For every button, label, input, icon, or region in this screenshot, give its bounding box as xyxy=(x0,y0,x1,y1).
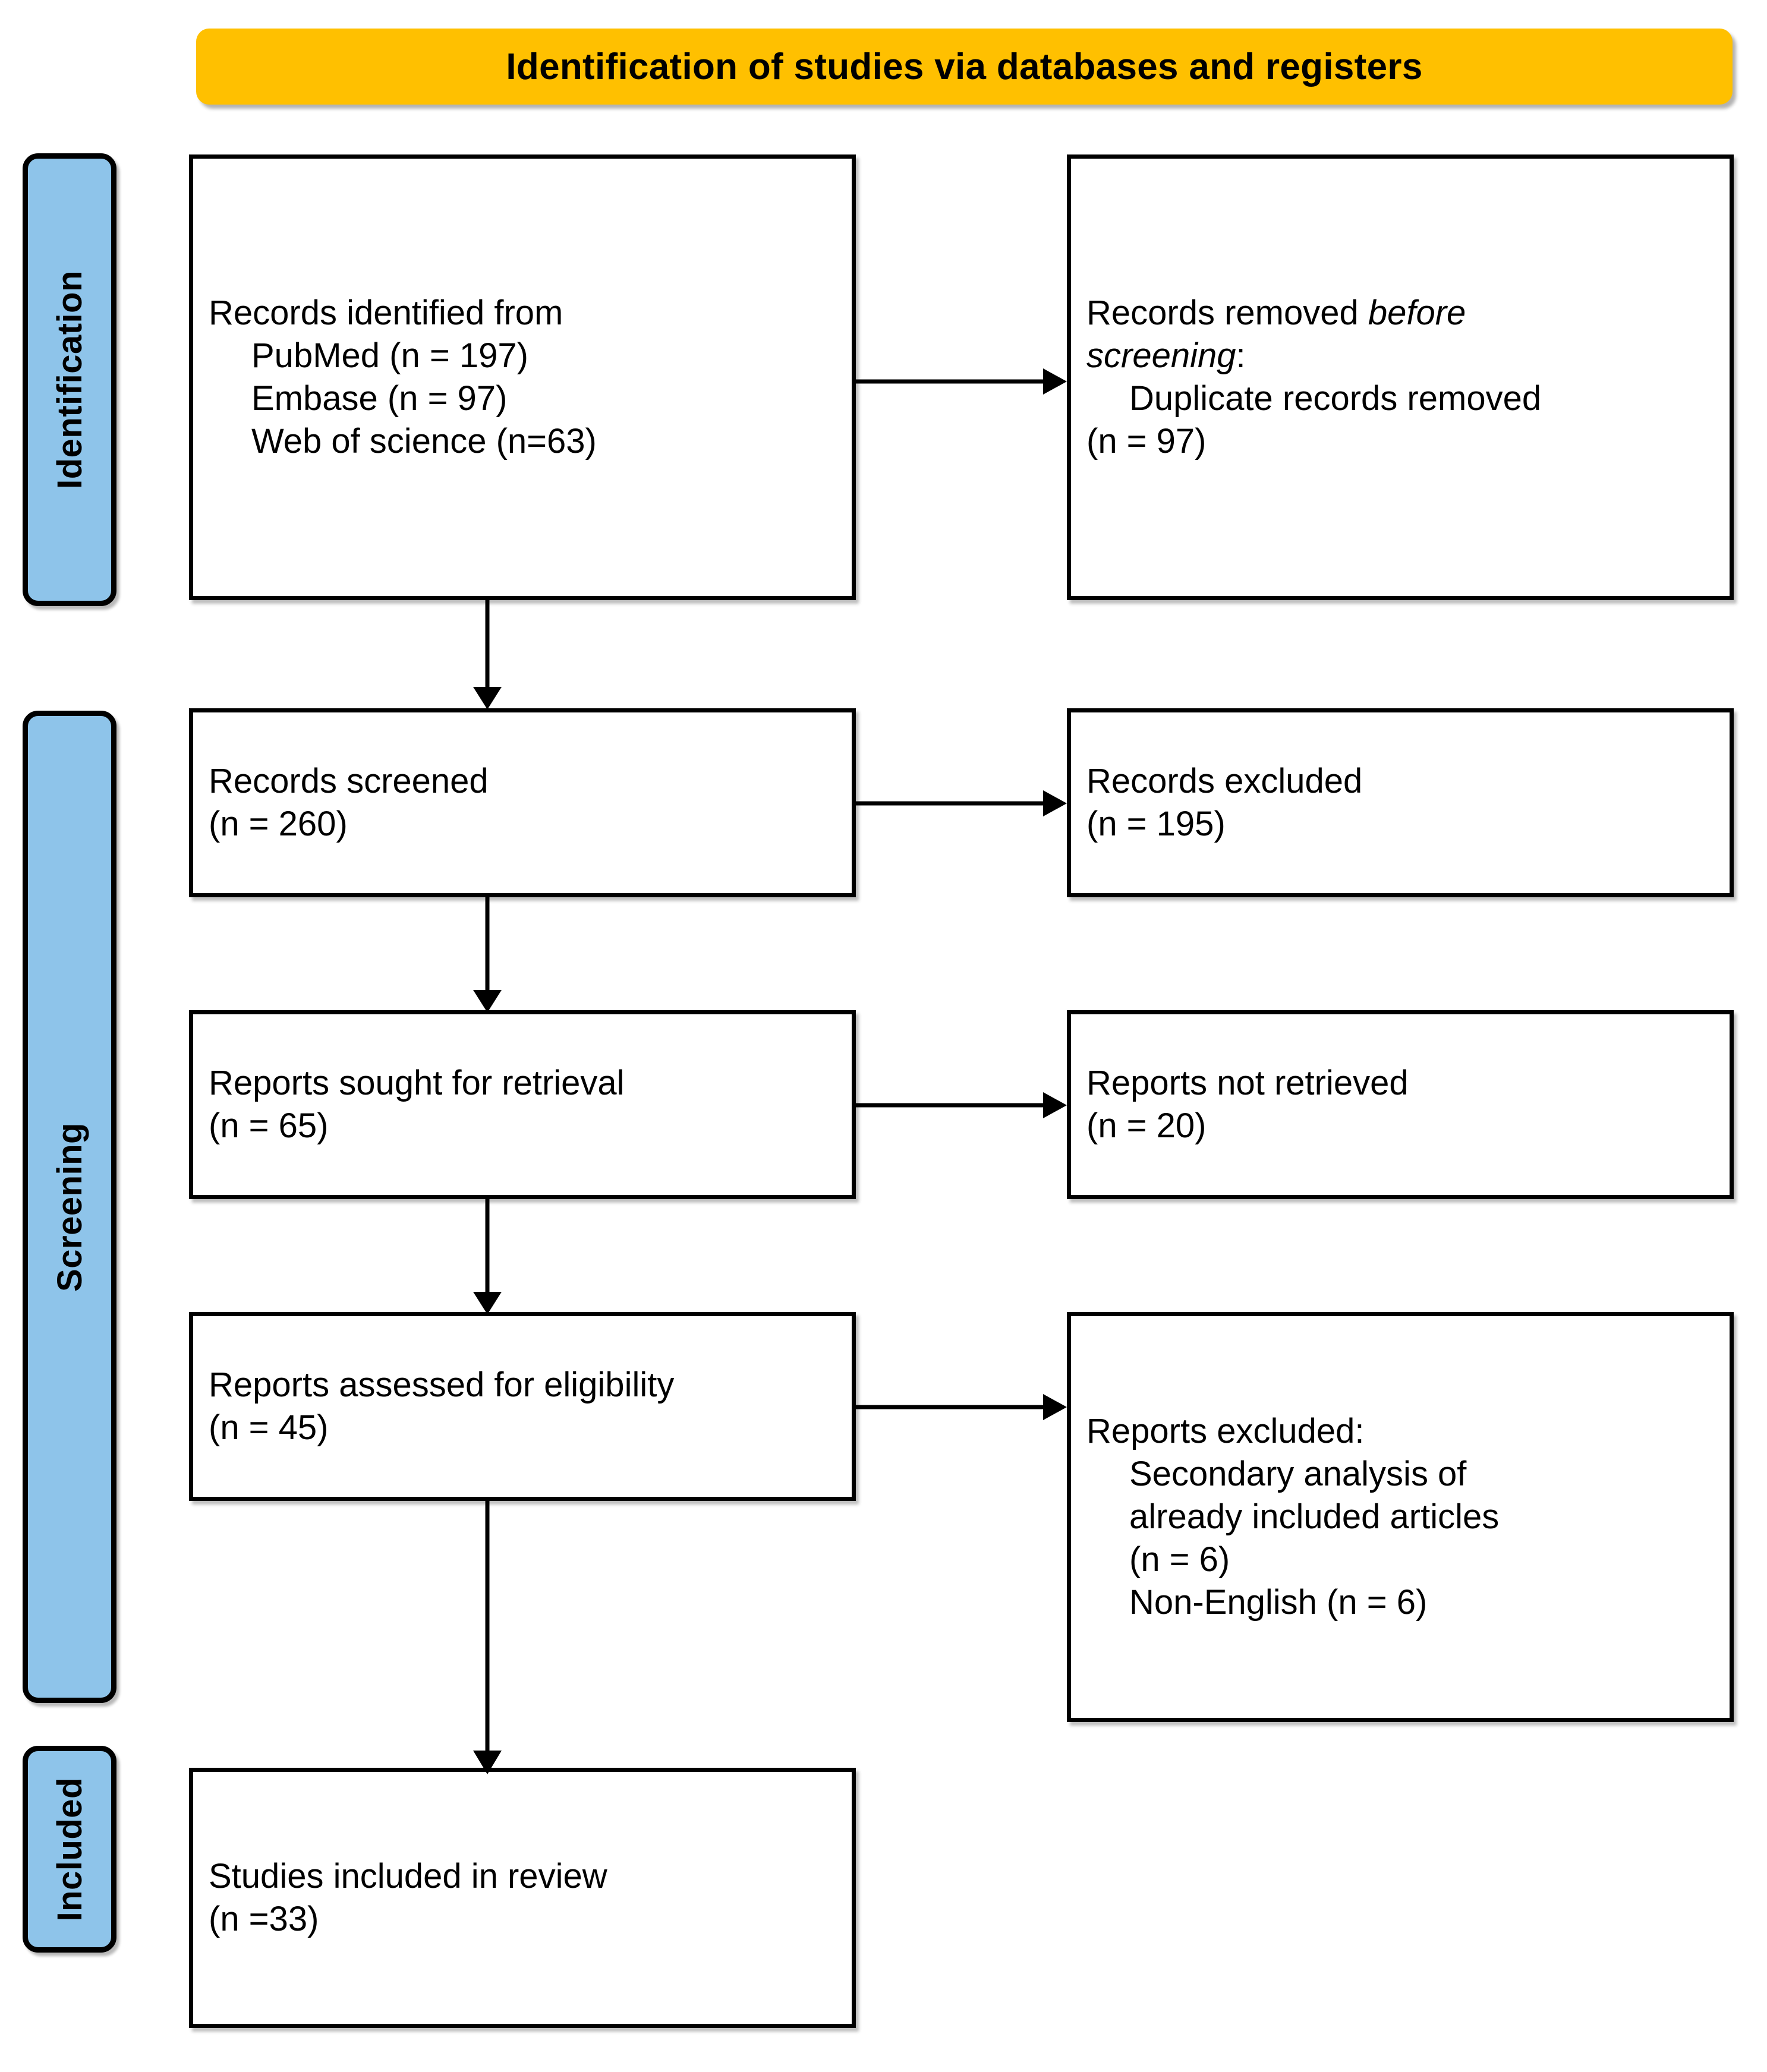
records-removed-duplicates: Duplicate records removed xyxy=(1129,379,1542,418)
box-records-removed-text: Records removed before screening: Duplic… xyxy=(1071,292,1730,463)
box-records-identified: Records identified from PubMed (n = 197)… xyxy=(189,154,856,600)
reports-excluded-reason-2: Non-English (n = 6) xyxy=(1129,1582,1428,1622)
records-screened-count: (n = 260) xyxy=(209,805,348,843)
records-screened-label: Records screened xyxy=(209,762,489,801)
stage-label-included: Included xyxy=(50,1777,89,1922)
records-removed-count: (n = 97) xyxy=(1086,421,1207,461)
box-records-identified-text: Records identified from PubMed (n = 197)… xyxy=(193,292,852,463)
box-records-excluded-text: Records excluded (n = 195) xyxy=(1071,760,1730,846)
stage-label-screening: Screening xyxy=(50,1122,89,1292)
header-banner: Identification of studies via databases … xyxy=(196,29,1733,105)
studies-included-label: Studies included in review xyxy=(209,1857,607,1896)
reports-sought-label: Reports sought for retrieval xyxy=(209,1064,625,1103)
records-removed-screening-italic: screening xyxy=(1086,336,1236,376)
arrow-identified-to-screened xyxy=(470,599,505,712)
reports-not-retrieved-count: (n = 20) xyxy=(1086,1106,1207,1145)
records-identified-pubmed: PubMed (n = 197) xyxy=(251,336,528,376)
reports-assessed-label: Reports assessed for eligibility xyxy=(209,1365,675,1405)
box-reports-assessed: Reports assessed for eligibility (n = 45… xyxy=(189,1312,856,1501)
box-reports-not-retrieved: Reports not retrieved (n = 20) xyxy=(1067,1010,1734,1199)
records-excluded-label: Records excluded xyxy=(1086,762,1363,801)
box-reports-sought-text: Reports sought for retrieval (n = 65) xyxy=(193,1062,852,1147)
arrow-assessed-to-reports-excluded xyxy=(856,1389,1070,1425)
records-identified-embase: Embase (n = 97) xyxy=(251,379,508,418)
reports-assessed-count: (n = 45) xyxy=(209,1408,329,1447)
box-reports-excluded-text: Reports excluded: Secondary analysis of … xyxy=(1071,1410,1730,1624)
records-identified-webofscience: Web of science (n=63) xyxy=(251,421,597,461)
records-removed-line-1: Records removed before xyxy=(1086,292,1714,335)
records-identified-line-1: Records identified from xyxy=(209,294,563,333)
reports-excluded-reason-1-count: (n = 6) xyxy=(1129,1540,1230,1579)
box-records-removed: Records removed before screening: Duplic… xyxy=(1067,154,1734,600)
records-removed-before-italic: before xyxy=(1368,294,1466,333)
arrow-assessed-to-studies-included xyxy=(470,1500,505,1779)
box-studies-included-text: Studies included in review (n =33) xyxy=(193,1855,852,1941)
box-records-screened-text: Records screened (n = 260) xyxy=(193,760,852,846)
stage-bar-screening: Screening xyxy=(23,711,116,1703)
box-reports-excluded: Reports excluded: Secondary analysis of … xyxy=(1067,1312,1734,1722)
arrow-identified-to-removed xyxy=(856,364,1070,399)
box-records-excluded: Records excluded (n = 195) xyxy=(1067,708,1734,897)
records-removed-colon: : xyxy=(1236,336,1246,376)
box-reports-assessed-text: Reports assessed for eligibility (n = 45… xyxy=(193,1364,852,1449)
arrow-screened-to-sought xyxy=(470,896,505,1015)
reports-excluded-reason-1b: already included articles xyxy=(1129,1497,1500,1537)
stage-bar-identification: Identification xyxy=(23,153,116,606)
stage-label-identification: Identification xyxy=(50,270,89,489)
arrow-screened-to-excluded xyxy=(856,786,1070,821)
records-removed-lead: Records removed xyxy=(1086,294,1368,333)
reports-not-retrieved-label: Reports not retrieved xyxy=(1086,1064,1409,1103)
box-studies-included: Studies included in review (n =33) xyxy=(189,1768,856,2028)
arrow-sought-to-not-retrieved xyxy=(856,1087,1070,1123)
records-excluded-count: (n = 195) xyxy=(1086,805,1226,843)
banner-title: Identification of studies via databases … xyxy=(506,46,1423,87)
records-removed-line-2: screening: xyxy=(1086,335,1714,377)
reports-excluded-label: Reports excluded: xyxy=(1086,1412,1365,1451)
box-reports-not-retrieved-text: Reports not retrieved (n = 20) xyxy=(1071,1062,1730,1147)
box-records-screened: Records screened (n = 260) xyxy=(189,708,856,897)
studies-included-count: (n =33) xyxy=(209,1900,319,1938)
reports-sought-count: (n = 65) xyxy=(209,1106,329,1145)
box-reports-sought: Reports sought for retrieval (n = 65) xyxy=(189,1010,856,1199)
arrow-sought-to-assessed xyxy=(470,1198,505,1317)
reports-excluded-reason-1a: Secondary analysis of xyxy=(1129,1455,1467,1494)
stage-bar-included: Included xyxy=(23,1746,116,1953)
